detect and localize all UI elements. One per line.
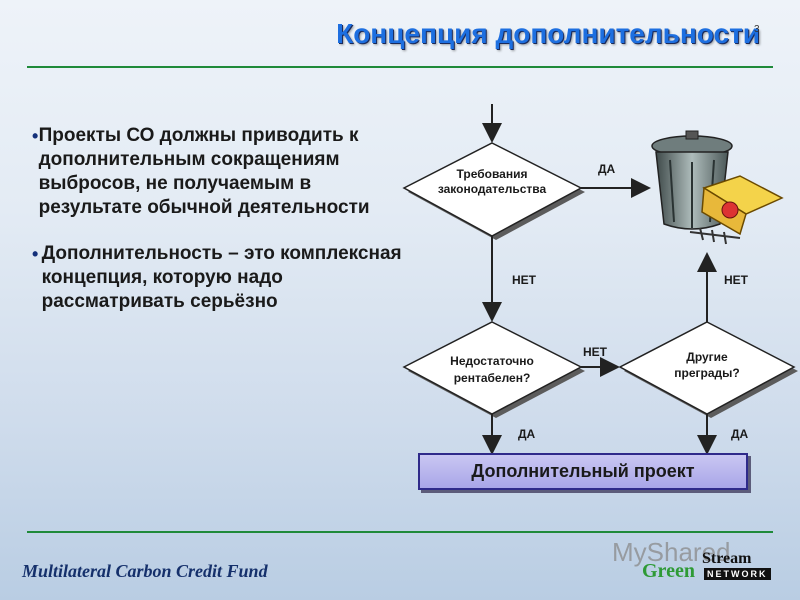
bottom-divider [27, 531, 773, 533]
footer-organization: Multilateral Carbon Credit Fund [22, 561, 268, 581]
watermark-text: MyShared [612, 537, 731, 567]
yes-label: ДА [731, 427, 749, 441]
decision-text: рентабелен? [454, 371, 531, 385]
bullet-dot-icon: • [32, 244, 39, 264]
yes-label: ДА [598, 162, 616, 176]
decision-text: законодательства [438, 182, 547, 196]
page-title: Концепция дополнительности [336, 18, 760, 49]
bullet-text: Проекты СО должны приводить к дополнител… [38, 125, 370, 218]
yes-label: ДА [518, 427, 536, 441]
trash-can-icon [651, 130, 784, 245]
decision-text: Другие [686, 350, 728, 364]
decision-text: Требования [457, 167, 528, 181]
logo-network-text: NETWORK [704, 568, 771, 580]
no-label: НЕТ [583, 345, 608, 359]
result-additional-project: Дополнительный проект [418, 453, 748, 490]
top-divider [27, 66, 773, 68]
decision-legislation: Требования законодательства [402, 142, 585, 240]
greenstream-logo: Green Stream NETWORK [640, 550, 776, 586]
decision-other-barriers: Другие преграды? [618, 321, 798, 418]
bullet-dot-icon: • [32, 126, 39, 146]
decision-text: преграды? [674, 366, 739, 380]
slide-number: 3 [754, 24, 760, 35]
no-label: НЕТ [724, 273, 749, 287]
logo-green-text: Green [642, 560, 695, 582]
logo-stream-text: Stream [702, 550, 752, 567]
decision-profitability: Недостаточно рентабелен? [402, 321, 585, 418]
bullet-text: Дополнительность – это комплексная конце… [41, 243, 402, 312]
bullet-item: • Проекты СО должны приводить к дополнит… [32, 124, 412, 220]
bullet-item: • Дополнительность – это комплексная кон… [32, 242, 412, 314]
decision-text: Недостаточно [450, 354, 534, 368]
no-label: НЕТ [512, 273, 537, 287]
bullet-list: • Проекты СО должны приводить к дополнит… [32, 124, 412, 336]
